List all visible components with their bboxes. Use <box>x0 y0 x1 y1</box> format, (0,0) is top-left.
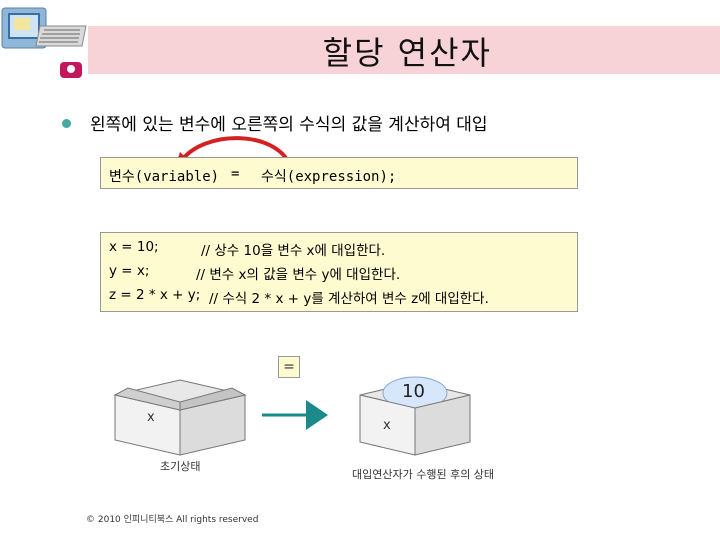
assignment-diagram <box>113 376 471 456</box>
assigned-value: 10 <box>402 381 425 402</box>
transition-arrow-icon <box>262 400 328 430</box>
syntax-box: 변수(variable) = 수식(expression); <box>100 157 578 189</box>
code-stmt: x = 10; <box>109 239 159 255</box>
left-box-label: x <box>147 410 155 425</box>
bullet-icon <box>62 119 71 128</box>
syntax-variable: 변수(variable) <box>109 169 220 185</box>
computer-logo-icon <box>1 7 87 78</box>
code-stmt: z = 2 * x + y; <box>109 287 201 303</box>
syntax-expression: 수식(expression); <box>261 169 397 185</box>
syntax-operator: = <box>231 166 240 182</box>
code-example-box: x = 10; // 상수 10을 변수 x에 대입한다. y = x; // … <box>100 232 578 312</box>
title-bar <box>88 26 720 74</box>
left-box <box>113 379 247 456</box>
copyright-footer: © 2010 인피니티북스 All rights reserved <box>86 515 259 525</box>
bullet-text: 왼쪽에 있는 변수에 오른쪽의 수식의 값을 계산하여 대입 <box>90 115 488 135</box>
code-comment: // 변수 x의 값을 변수 y에 대입한다. <box>196 267 401 283</box>
right-box-label: x <box>383 418 391 433</box>
right-caption: 대입연산자가 수행된 후의 상태 <box>352 468 495 481</box>
code-comment: // 수식 2 * x + y를 계산하여 변수 z에 대입한다. <box>209 291 489 307</box>
code-comment: // 상수 10을 변수 x에 대입한다. <box>201 243 386 259</box>
right-box <box>359 376 471 456</box>
operator-label: = <box>278 356 300 378</box>
code-stmt: y = x; <box>109 263 150 279</box>
slide-title: 할당 연산자 <box>322 34 492 72</box>
left-caption: 초기상태 <box>160 460 201 473</box>
